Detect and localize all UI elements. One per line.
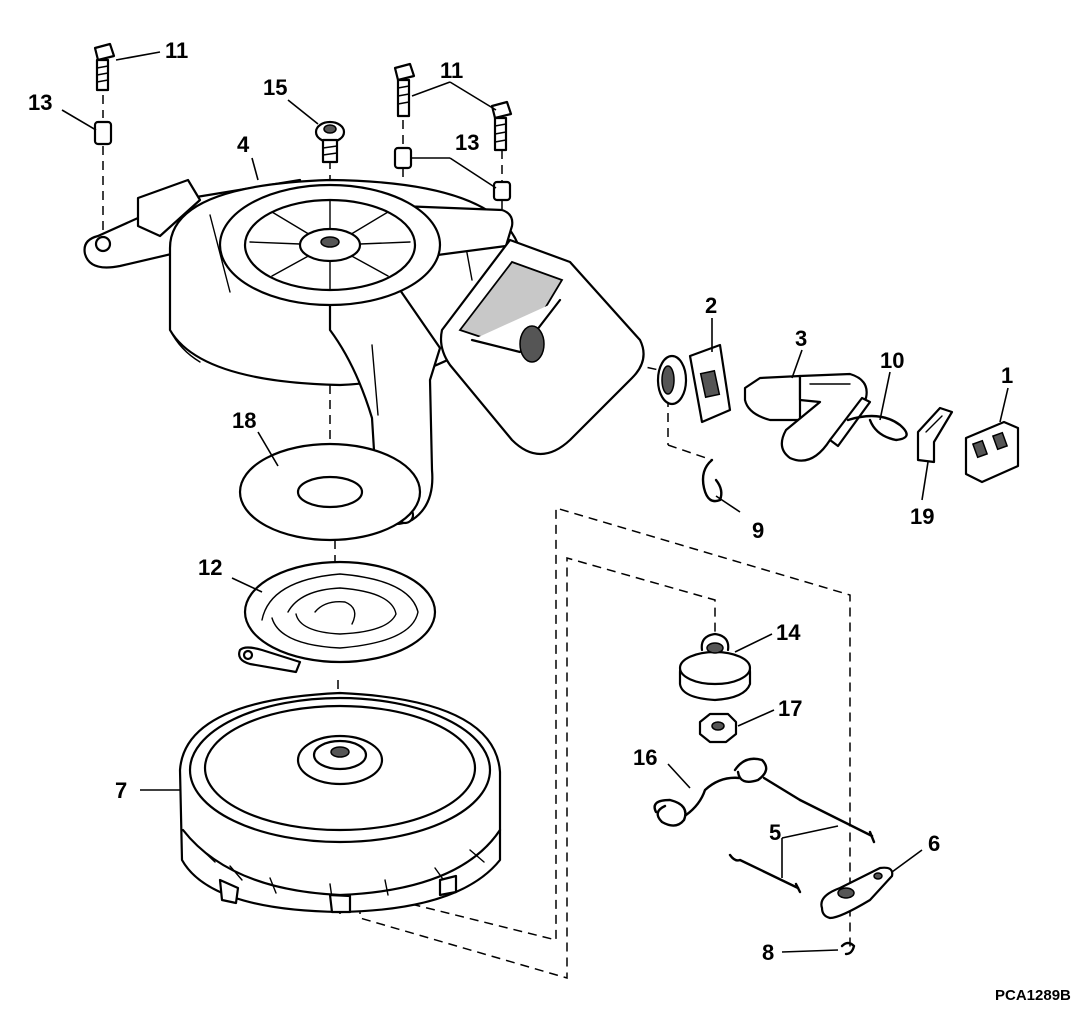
pulley-7 [178, 691, 502, 914]
callout-3: 3 [795, 326, 807, 351]
cam-14 [678, 632, 752, 702]
bracket-19 [916, 406, 954, 464]
callout-5: 5 [769, 820, 781, 845]
spacer-13 [93, 120, 512, 202]
screw-11-middle [393, 62, 416, 118]
callout-13-right: 13 [455, 130, 479, 155]
rope-guide-2 [656, 343, 732, 424]
callout-7: 7 [115, 778, 127, 803]
callout-6: 6 [928, 831, 940, 856]
callout-11-left: 11 [165, 38, 188, 63]
retainer-9 [701, 458, 723, 503]
clip-1 [964, 420, 1020, 484]
nut-17 [698, 712, 738, 744]
screw-11-left [93, 42, 116, 92]
pawl-6 [820, 866, 894, 920]
link-5 [728, 798, 876, 894]
callout-17: 17 [778, 696, 802, 721]
rope-10 [846, 414, 908, 442]
callout-13-left: 13 [28, 90, 52, 115]
handle-3 [743, 372, 872, 462]
callout-16: 16 [633, 745, 657, 770]
callout-labels: 1 2 3 4 5 6 7 8 9 10 11 11 12 13 13 14 1… [28, 38, 1071, 1004]
recoil-spring-12 [238, 560, 437, 674]
callout-19: 19 [910, 504, 934, 529]
leader-lines [61, 51, 1009, 953]
callout-14: 14 [776, 620, 801, 645]
callout-4: 4 [237, 132, 250, 157]
spring-16 [653, 757, 802, 827]
callout-10: 10 [880, 348, 904, 373]
bolt-15 [314, 120, 346, 164]
callout-11-right: 11 [440, 58, 463, 83]
callout-1: 1 [1001, 363, 1013, 388]
callout-2: 2 [705, 293, 717, 318]
screw-11-right [490, 100, 513, 152]
plate-18 [238, 442, 422, 542]
figure-code: PCA1289B [995, 987, 1071, 1004]
callout-12: 12 [198, 555, 222, 580]
callout-8: 8 [762, 940, 774, 965]
callout-18: 18 [232, 408, 256, 433]
clip-8 [840, 941, 856, 956]
starter-housing [83, 178, 645, 526]
callout-15: 15 [263, 75, 287, 100]
callout-9: 9 [752, 518, 764, 543]
